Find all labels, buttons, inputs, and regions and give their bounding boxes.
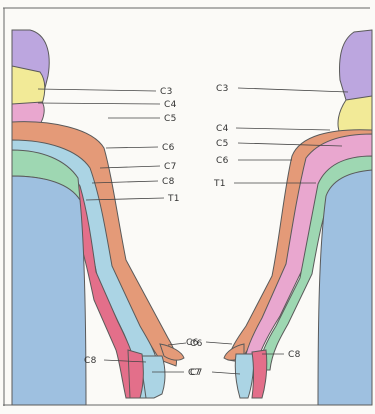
left-label-c6: C6	[162, 143, 175, 153]
leader-l-c4	[38, 103, 160, 104]
right-label-hand-c7: C7	[190, 368, 203, 378]
right-label-t1: T1	[213, 179, 226, 189]
left-figure	[12, 30, 184, 405]
left-label-hand-c8: C8	[84, 356, 97, 366]
right-label-hand-c8: C8	[288, 350, 301, 360]
right-head-c3	[340, 30, 372, 100]
left-trunk	[12, 176, 86, 405]
right-figure	[224, 30, 372, 405]
left-label-t1: T1	[167, 194, 180, 204]
left-label-c4: C4	[164, 100, 177, 110]
right-label-c4: C4	[216, 124, 229, 134]
left-label-c7: C7	[164, 162, 177, 172]
leader-r-hand-c6	[206, 342, 232, 344]
left-label-c8: C8	[162, 177, 175, 187]
left-label-c5: C5	[164, 114, 177, 124]
right-label-c6: C6	[216, 156, 229, 166]
left-neck-c4	[12, 66, 45, 106]
leader-l-c3	[38, 89, 156, 91]
leader-r-c3	[238, 88, 348, 92]
right-neck-c4	[338, 96, 372, 134]
left-hand-c8-fingers	[128, 350, 143, 398]
right-trunk	[318, 170, 372, 405]
left-label-c3: C3	[160, 87, 173, 97]
right-label-hand-c6: C6	[186, 338, 199, 348]
right-label-c3: C3	[216, 84, 229, 94]
leader-r-c4	[236, 128, 330, 130]
leader-l-c6	[106, 147, 158, 148]
right-label-c5: C5	[216, 139, 229, 149]
right-hand-c8-fingers	[252, 350, 267, 398]
right-hand-c7-fingers	[235, 354, 254, 398]
